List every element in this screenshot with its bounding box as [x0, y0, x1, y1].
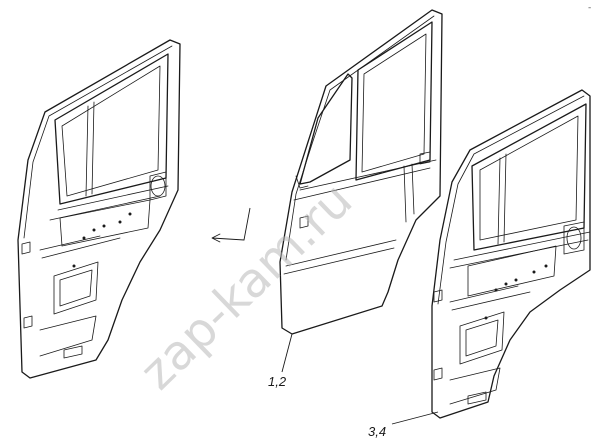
direction-arrow	[211, 207, 251, 243]
corner-mark: -	[588, 3, 591, 13]
left-door-inner-frame	[17, 39, 181, 379]
callout-leader-1-2	[281, 333, 293, 373]
callout-leader-3-4	[391, 411, 439, 425]
callout-label-1-2: 1,2	[268, 374, 287, 389]
center-door-outer-panel	[279, 9, 443, 335]
right-door-inner-frame	[431, 89, 591, 419]
watermark: zap-kam.ru	[129, 172, 363, 400]
callout-label-3-4: 3,4	[368, 424, 386, 439]
